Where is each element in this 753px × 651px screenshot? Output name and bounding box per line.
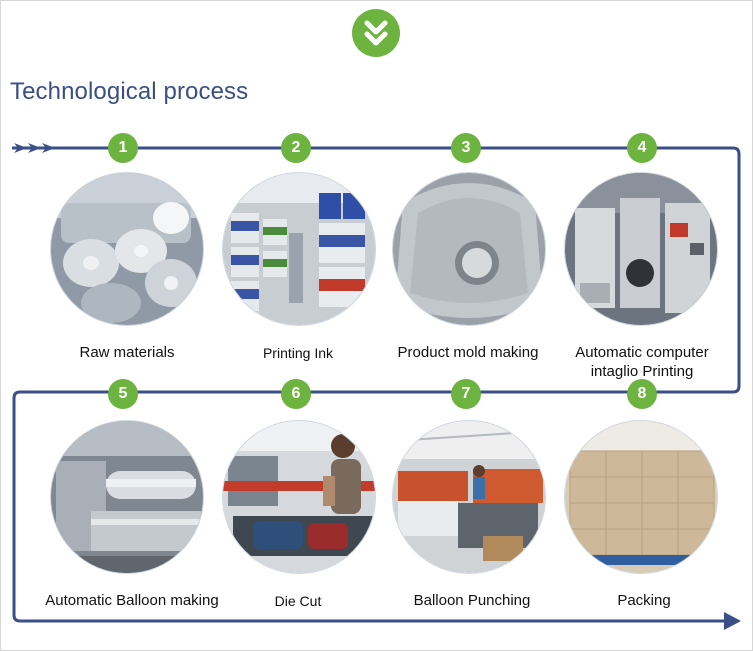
section-badge bbox=[352, 9, 400, 57]
flow-start-arrow-icon bbox=[14, 143, 27, 153]
photo-balloon-punching bbox=[393, 421, 545, 573]
step-label-2: Printing Ink bbox=[262, 345, 334, 361]
step-label-4: Automatic computer intaglio Printing bbox=[575, 344, 709, 380]
step-number-3: 3 bbox=[451, 133, 481, 163]
step-label-1: Raw materials bbox=[79, 344, 175, 361]
photo-balloon-making bbox=[51, 421, 203, 573]
photo-packing bbox=[565, 421, 717, 573]
step-number-1: 1 bbox=[108, 133, 138, 163]
step-number-4: 4 bbox=[627, 133, 657, 163]
photo-intaglio-printing bbox=[565, 173, 717, 325]
step-number-6: 6 bbox=[281, 379, 311, 409]
step-number-5: 5 bbox=[108, 379, 138, 409]
flow-end-arrow-icon bbox=[724, 612, 741, 630]
page-title: Technological process bbox=[10, 78, 249, 105]
photo-mold-making bbox=[393, 173, 545, 325]
step-label-7: Balloon Punching bbox=[413, 592, 531, 609]
photo-raw-materials bbox=[51, 173, 203, 325]
step-label-3: Product mold making bbox=[397, 344, 539, 361]
step-number-2: 2 bbox=[281, 133, 311, 163]
step-label-6: Die Cut bbox=[274, 593, 322, 609]
double-chevron-down-icon bbox=[364, 20, 388, 46]
photo-die-cut bbox=[223, 421, 375, 573]
step-label-8: Packing bbox=[617, 592, 671, 609]
photo-printing-ink bbox=[223, 173, 375, 325]
step-label-5: Automatic Balloon making bbox=[45, 592, 219, 609]
step-number-7: 7 bbox=[451, 379, 481, 409]
step-number-8: 8 bbox=[627, 379, 657, 409]
